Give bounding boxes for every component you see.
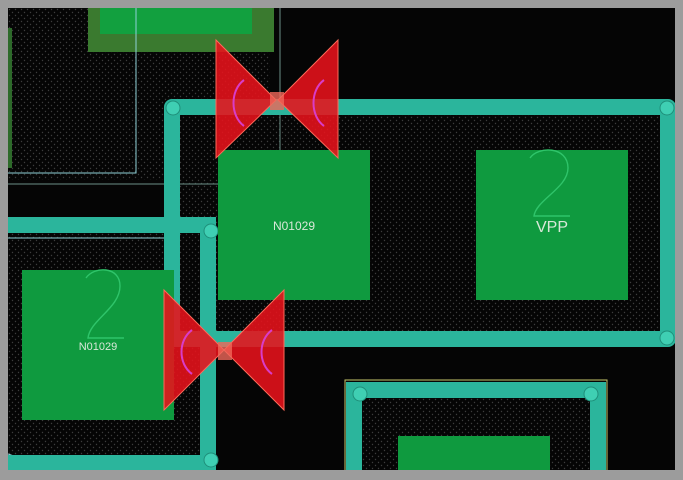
drc-error-marker-icon[interactable] (215, 38, 339, 160)
diffusion-block-bottom[interactable] (398, 436, 550, 480)
via-icon (659, 330, 675, 346)
layout-svg[interactable]: N01029 VPP N01029 (8, 8, 683, 480)
via-icon (583, 386, 599, 402)
metal-ring-bottom[interactable] (346, 382, 606, 480)
diffusion-top-inner[interactable] (100, 8, 252, 34)
via-icon (659, 100, 675, 116)
net-label-right: VPP (536, 219, 568, 236)
diffusion-block-left[interactable] (22, 270, 174, 420)
drc-error-marker-icon[interactable] (163, 288, 285, 412)
diffusion-block-center[interactable] (218, 150, 370, 300)
via-group (165, 100, 675, 468)
net-label-left: N01029 (79, 341, 118, 353)
via-icon (165, 100, 181, 116)
diffusion-left-edge[interactable] (8, 28, 12, 168)
via-icon (203, 223, 219, 239)
via-icon (203, 452, 219, 468)
pin-number-glyph-icon (85, 149, 570, 339)
metal-ring-bottom-outline (344, 379, 608, 470)
via-icon (352, 386, 368, 402)
net-label-center: N01029 (273, 219, 315, 233)
diffusion-block-right[interactable] (476, 150, 628, 300)
